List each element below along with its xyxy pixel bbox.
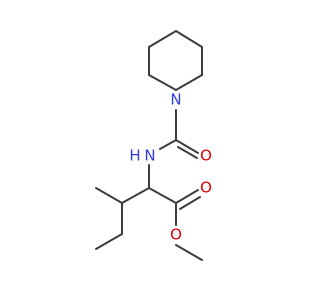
amide-nitrogen-label: N (144, 147, 155, 165)
chemical-structure: N N H O O O (95, 30, 212, 261)
ring-nitrogen-label: N (170, 91, 181, 109)
bond-beta-methyl (95, 187, 123, 204)
bond-c5-c4 (148, 30, 177, 48)
bond-ester-c-o-2 (179, 196, 201, 210)
bond-ch2-ch3 (95, 233, 123, 250)
bond-c2-n (175, 74, 203, 91)
upper-carbonyl-oxygen-label: O (200, 147, 212, 165)
carbonyl-double-bond-upper (175, 139, 199, 159)
ester-oxygen-label: O (170, 226, 182, 244)
bond-ester-c-o-1 (175, 189, 199, 204)
bond-alpha-beta (121, 187, 150, 204)
amide-hydrogen-label: H (129, 147, 140, 165)
bond-c4-c3 (175, 30, 203, 48)
piperidine-ring (148, 30, 203, 91)
bond-c-o-1 (175, 139, 199, 154)
lower-carbonyl-oxygen-label: O (200, 179, 212, 197)
bond-alpha-ester-c (148, 187, 177, 204)
bond-c-o-2 (177, 146, 198, 159)
bond-o-methyl (175, 244, 203, 261)
bond-n-c6 (148, 74, 177, 91)
carbonyl-double-bond-lower (175, 189, 201, 210)
bond-c-nh (159, 139, 177, 150)
